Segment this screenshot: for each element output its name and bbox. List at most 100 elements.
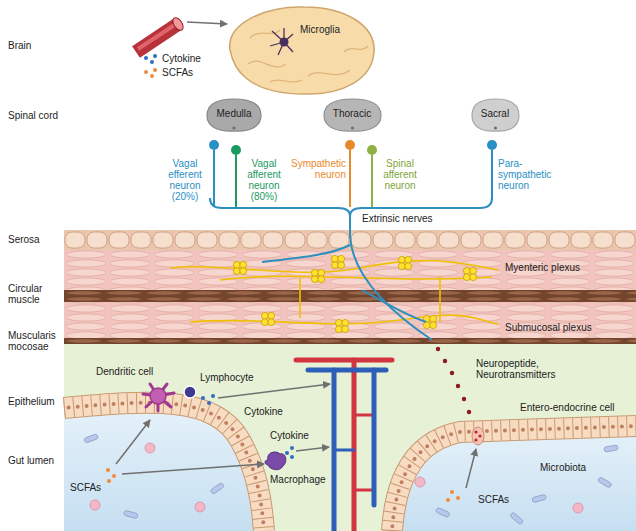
epithelium: [64, 403, 636, 531]
epithelium: [392, 426, 636, 531]
scfa-dots: [106, 468, 460, 502]
parasympathetic-neuron: [491, 150, 493, 200]
label-holder: Submucosal plexus: [505, 322, 592, 333]
arrow: [116, 384, 476, 488]
cytokine-dots: [144, 56, 148, 60]
cytokine-dots: [211, 394, 215, 398]
muscularis-mucosae-band: [64, 338, 636, 344]
node-outline: [220, 2, 380, 98]
blood-vessel-icon: [138, 24, 176, 49]
scfa-dots: [106, 468, 110, 472]
spinal-cord-section: Thoracic: [322, 97, 383, 134]
neuropeptide-dots: [467, 410, 471, 414]
dendritic-cell: [150, 388, 166, 404]
vagal-efferent-neuron: [209, 140, 219, 207]
spinal-cord-shape: [472, 99, 519, 131]
gut-lumen: [64, 403, 264, 531]
epithelial-cell-free: [195, 502, 205, 512]
label-holder: Spinal afferent neuron: [378, 158, 422, 191]
text-holder: Medulla: [216, 108, 251, 119]
region-label: Brain: [8, 40, 31, 51]
label-holder: Microbiota: [540, 462, 586, 473]
neuropeptide-dots: [436, 347, 471, 414]
blood-vessel: [354, 414, 374, 417]
scfa-dots: [153, 68, 157, 72]
layer-label: Epithelium: [8, 396, 55, 407]
label-holder: Vagal afferent neuron (80%): [242, 158, 286, 202]
label-holder: Brain: [8, 40, 31, 51]
section-label: Sacral: [481, 108, 509, 119]
label-holder: Cytokine: [162, 53, 201, 64]
substance-label: Neuropeptide, Neurotransmitters: [476, 358, 576, 380]
cell-label: Macrophage: [270, 474, 326, 485]
label-holder: Gut lumen: [8, 455, 54, 466]
brain-outline: Microglia: [220, 2, 380, 98]
substance-label: SCFAs: [162, 67, 193, 78]
microbiota: [123, 510, 138, 518]
epithelium: [64, 403, 264, 531]
blood-vessel-icon: [136, 24, 178, 52]
neuropeptide-dots: [450, 371, 454, 375]
label-holder: Circular muscle: [8, 283, 64, 305]
scfa-dots: [144, 68, 157, 78]
submucosa-layer: [64, 302, 636, 338]
microbiota: [510, 512, 524, 525]
scfa-dots: [150, 74, 154, 78]
epithelium: [392, 426, 636, 531]
myenteric-ganglia: [463, 267, 476, 280]
epithelium: [64, 403, 264, 531]
parasympathetic-neuron: [487, 140, 497, 200]
circular-muscle-band: [64, 290, 636, 302]
vagal-afferent-neuron: [235, 155, 237, 207]
sympathetic-neuron: [345, 140, 355, 207]
scfa-dots: [456, 496, 460, 500]
macrophage-cell: [265, 452, 286, 470]
label-holder: Neuropeptide, Neurotransmitters: [476, 358, 576, 380]
vagal-afferent-neuron: [231, 145, 241, 155]
blood-vessel: [354, 489, 374, 492]
epithelium: [392, 426, 636, 531]
submucosal-ganglia: [335, 319, 348, 332]
microbiota: [604, 445, 619, 452]
cytokine-dots: [207, 401, 211, 405]
neuron-label: Sympathetic neuron: [288, 158, 346, 180]
section-label: Medulla: [216, 108, 251, 119]
myenteric-plexus: [170, 261, 498, 322]
neuron-label: Spinal afferent neuron: [378, 158, 422, 191]
entero-endocrine-cell: [472, 427, 484, 445]
myenteric-plexus: [299, 278, 301, 318]
blood-vessel: [334, 449, 354, 452]
spinal-afferent-neuron: [371, 155, 373, 207]
microbiota: [210, 482, 224, 494]
parasympathetic-neuron: [487, 140, 497, 150]
layer-label: Gut lumen: [8, 455, 54, 466]
label-holder: Myenteric plexus: [505, 262, 580, 273]
brain-shape: [230, 7, 374, 94]
vagal-efferent-neuron: [213, 150, 215, 207]
layer-label: Muscularis mocosae: [8, 330, 66, 352]
cytokine-dots: [150, 60, 154, 64]
label-holder: SCFAs: [478, 494, 509, 505]
substance-label: Cytokine: [244, 406, 283, 417]
neuropeptide-dots: [443, 359, 447, 363]
epithelial-cell-free: [145, 443, 155, 453]
brain-gyrus: [270, 80, 302, 82]
cell-label: Microglia: [300, 24, 340, 35]
microbiota: [84, 434, 619, 525]
arrow: [187, 22, 227, 24]
label-holder: Serosa: [8, 234, 40, 245]
extrinsic-nerve: [262, 245, 350, 262]
label-holder: Epithelium: [8, 396, 55, 407]
substance-label: Cytokine: [270, 430, 309, 441]
scfa-dots: [112, 474, 116, 478]
label-holder: Muscularis mocosae: [8, 330, 66, 352]
text-holder: Sacral: [481, 108, 509, 119]
entero-endocrine-cell: [478, 434, 481, 437]
cytokine-dots: [285, 446, 294, 459]
spinal-afferent-neuron: [367, 145, 377, 207]
spinal-cord-section: Sacral: [470, 97, 521, 134]
cytokine-dots: [290, 446, 294, 450]
arrow: [122, 464, 264, 474]
neuropeptide-dots: [456, 384, 460, 388]
label-holder: Entero-endocrine cell: [520, 402, 615, 413]
